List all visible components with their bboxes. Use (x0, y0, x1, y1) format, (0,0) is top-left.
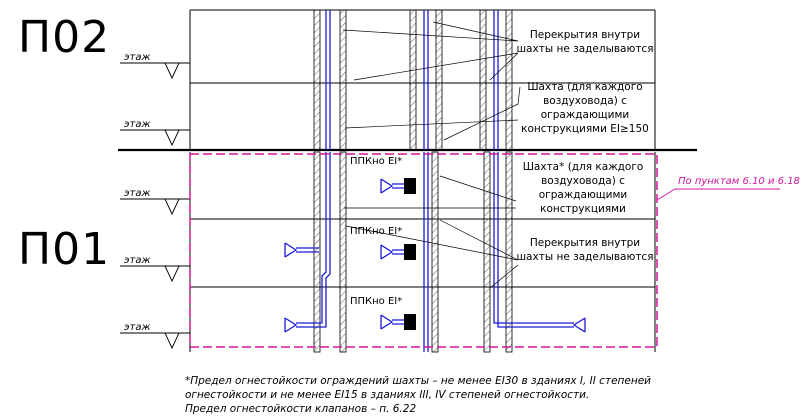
shaft-wall (479, 9, 487, 151)
floor-marker (120, 62, 190, 80)
fire-damper (404, 314, 416, 330)
floor-marker (120, 129, 190, 147)
note-line: воздуховода) с (543, 95, 627, 107)
floor-label: этаж (124, 188, 151, 199)
note-top-overlaps: Перекрытия внутри шахты не заделываются (516, 28, 654, 56)
note-line: Шахта* (для каждого (522, 161, 644, 173)
compartment-boundary (189, 153, 658, 348)
fire-dampers (404, 178, 416, 330)
shaft-wall (431, 151, 439, 353)
floor-label: этаж (124, 119, 151, 130)
note-line: Шахта (для каждого (527, 81, 643, 93)
grille-symbol (380, 178, 394, 194)
note-line: конструкциями EI≥150 (521, 123, 649, 135)
note-top-shaft: Шахта (для каждого воздуховода) с огражд… (516, 80, 654, 136)
floor-marker (120, 265, 190, 283)
grille-symbol (572, 317, 586, 333)
footnotes: *Предел огнестойкости ограждений шахты –… (185, 374, 651, 416)
zone-label-lower: П01 (18, 224, 111, 275)
note-line: воздуховода) с (541, 175, 625, 187)
footnote-line: Предел огнестойкости клапанов – п. 6.22 (185, 403, 417, 415)
boundary-leader (656, 188, 780, 201)
grille-symbol (284, 317, 298, 333)
reference-note: По пунктам 6.10 и 6.18 (678, 176, 800, 187)
note-line: Перекрытия внутри (529, 29, 641, 41)
note-line: ограждающими (540, 109, 630, 121)
footnote-line: *Предел огнестойкости ограждений шахты –… (185, 375, 651, 387)
fire-damper (404, 178, 416, 194)
note-mid-overlaps: Перекрытия внутри шахты не заделываются (516, 236, 654, 264)
floor-marker (120, 332, 190, 350)
floor-label: этаж (124, 255, 151, 266)
shaft-wall (505, 151, 513, 353)
floor-label: этаж (124, 52, 151, 63)
note-line: шахты не заделываются (516, 251, 654, 263)
floor-markers (120, 62, 190, 350)
shaft-wall (483, 151, 491, 353)
shaft-wall (435, 9, 443, 151)
zone-label-upper: П02 (18, 12, 111, 63)
floor-label: этаж (124, 322, 151, 333)
shaft-wall (313, 9, 321, 151)
valve-label: ППКно EI* (350, 296, 403, 307)
shaft-wall (409, 9, 417, 151)
note-line: шахты не заделываются (516, 43, 654, 55)
valve-label: ППКно EI* (350, 156, 403, 167)
grille-symbol (284, 242, 298, 258)
leader-lines (342, 21, 521, 289)
fire-damper (404, 244, 416, 260)
note-mid-shaft: Шахта* (для каждого воздуховода) с ограж… (512, 160, 654, 216)
note-line: Перекрытия внутри (529, 237, 641, 249)
floor-marker (120, 198, 190, 216)
shaft-wall (339, 151, 347, 353)
footnote-line: огнестойкости и не менее EI15 в зданиях … (185, 389, 590, 401)
note-line: ограждающими (538, 189, 628, 201)
grille-symbol (380, 244, 394, 260)
note-line: конструкциями (540, 203, 626, 215)
valve-label: ППКно EI* (350, 226, 403, 237)
shaft-wall (339, 9, 347, 151)
grille-symbol (380, 314, 394, 330)
supply-grilles (284, 178, 586, 333)
shaft-wall (505, 9, 513, 151)
